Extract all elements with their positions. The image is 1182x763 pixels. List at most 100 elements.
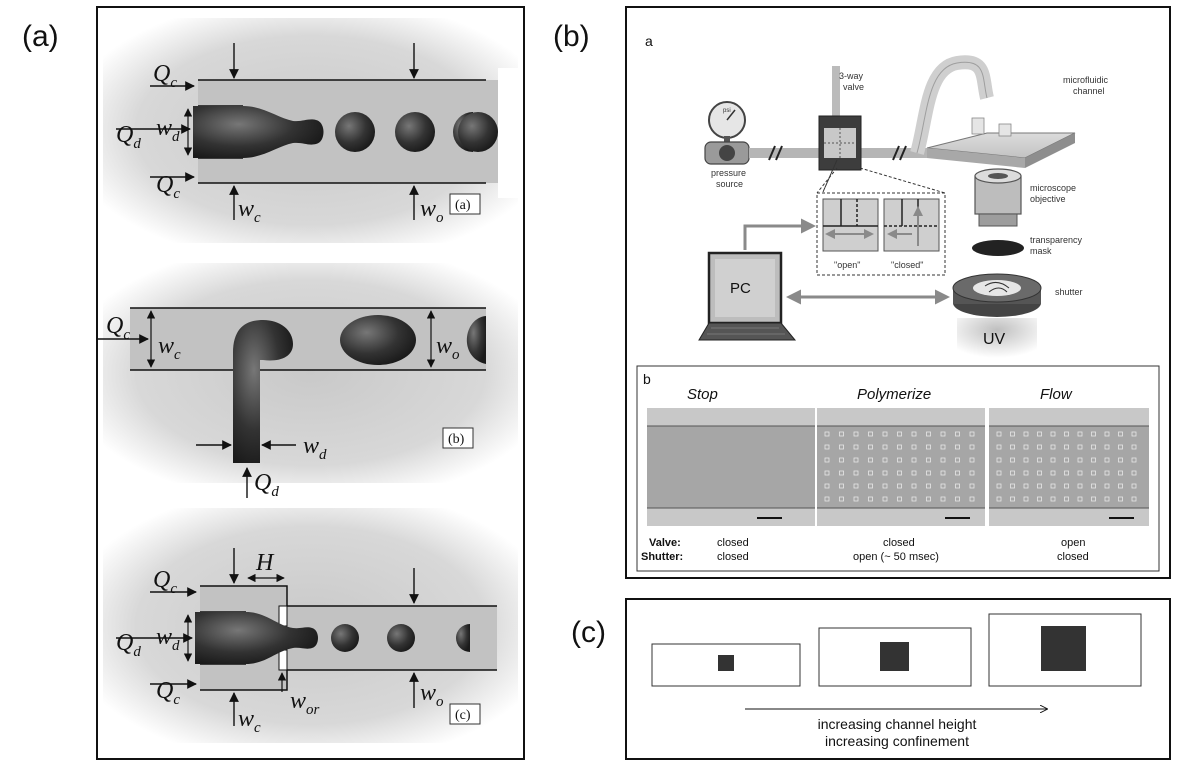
particle bbox=[1091, 470, 1096, 476]
particle bbox=[853, 496, 859, 502]
svg-text:Qc: Qc bbox=[156, 172, 180, 202]
particle bbox=[926, 470, 931, 476]
particle bbox=[926, 496, 931, 502]
particle-medium bbox=[880, 642, 909, 671]
droplet bbox=[340, 315, 416, 365]
label-wor: w bbox=[290, 688, 306, 714]
label-qc-sub: c bbox=[173, 692, 180, 708]
droplet bbox=[395, 112, 435, 152]
particle bbox=[955, 496, 960, 502]
particle bbox=[839, 457, 844, 463]
channel-label-1: microfluidic bbox=[1063, 75, 1109, 85]
flowing-particles bbox=[996, 431, 1137, 502]
particle bbox=[1037, 431, 1042, 437]
svg-text:Qd: Qd bbox=[116, 630, 141, 660]
svg-text:Qc: Qc bbox=[153, 567, 177, 597]
label-qc: Q bbox=[153, 61, 170, 87]
particle bbox=[955, 470, 960, 476]
particle bbox=[1064, 444, 1069, 450]
particle bbox=[839, 444, 844, 450]
particle bbox=[824, 470, 830, 476]
tag-a: (a) bbox=[455, 198, 471, 213]
poly-valve: closed bbox=[883, 537, 915, 549]
micrograph-flow bbox=[989, 408, 1149, 526]
droplet bbox=[331, 624, 359, 652]
mask-label-2: mask bbox=[1030, 246, 1052, 256]
connection-arrows bbox=[743, 218, 950, 305]
label-wo: w bbox=[436, 333, 452, 359]
particle bbox=[853, 444, 859, 450]
label-wd-sub: d bbox=[319, 447, 327, 463]
svg-text:wor: wor bbox=[290, 688, 320, 718]
particle bbox=[1023, 457, 1029, 463]
valve-label-2: valve bbox=[843, 82, 864, 92]
particle bbox=[868, 496, 873, 502]
micrograph-stop bbox=[647, 408, 815, 526]
particle bbox=[1077, 444, 1083, 450]
particle bbox=[1104, 431, 1110, 437]
particle bbox=[897, 483, 902, 489]
label-h: H bbox=[255, 550, 275, 576]
particle bbox=[882, 431, 888, 437]
particle bbox=[940, 496, 946, 502]
particle bbox=[897, 431, 902, 437]
label-qc: Q bbox=[106, 313, 123, 339]
particle bbox=[839, 431, 844, 437]
flow-valve: open bbox=[1061, 537, 1085, 549]
particle bbox=[882, 444, 888, 450]
label-qd: Q bbox=[116, 122, 133, 148]
pressure-label-2: source bbox=[716, 179, 743, 189]
microfluidic-chip: microfluidic channel bbox=[926, 75, 1109, 168]
particle bbox=[1118, 496, 1123, 502]
label-qd: Q bbox=[116, 630, 133, 656]
particle bbox=[1077, 470, 1083, 476]
sub-diagram-a: Qc Qd Qc wd wc wo (a) bbox=[103, 18, 523, 243]
microscope-objective: microscope objective bbox=[974, 168, 1076, 227]
particle-large bbox=[1041, 626, 1086, 671]
col-stop: Stop bbox=[687, 386, 718, 403]
particle bbox=[839, 470, 844, 476]
particle bbox=[969, 470, 975, 476]
particle bbox=[1118, 457, 1123, 463]
particle bbox=[839, 496, 844, 502]
col-polymerize: Polymerize bbox=[857, 386, 931, 403]
particle bbox=[868, 457, 873, 463]
particle bbox=[955, 444, 960, 450]
channel-label-2: channel bbox=[1073, 86, 1105, 96]
particle bbox=[1104, 483, 1110, 489]
panel-b-label: (b) bbox=[553, 20, 590, 53]
particle bbox=[1104, 470, 1110, 476]
particle bbox=[1091, 431, 1096, 437]
particle bbox=[1037, 470, 1042, 476]
dispersed-thread bbox=[233, 320, 293, 463]
particle bbox=[911, 496, 917, 502]
panel-c-diagram: increasing channel height increasing con… bbox=[651, 613, 1142, 749]
particle bbox=[882, 483, 888, 489]
label-qd-sub: d bbox=[133, 136, 141, 152]
particle bbox=[1118, 483, 1123, 489]
stop-shutter: closed bbox=[717, 551, 749, 563]
closed-label: "closed" bbox=[891, 260, 923, 270]
particle bbox=[1050, 470, 1056, 476]
particle bbox=[868, 470, 873, 476]
particle bbox=[1023, 483, 1029, 489]
droplet bbox=[335, 112, 375, 152]
tag-b: (b) bbox=[448, 432, 465, 447]
gauge-label: psi bbox=[723, 108, 731, 114]
flow-shutter: closed bbox=[1057, 551, 1089, 563]
particle-small bbox=[718, 655, 734, 671]
label-qc-sub: c bbox=[173, 186, 180, 202]
particle bbox=[853, 470, 859, 476]
particle bbox=[911, 444, 917, 450]
particle bbox=[897, 444, 902, 450]
particle bbox=[1037, 457, 1042, 463]
particle bbox=[996, 431, 1002, 437]
label-wc: w bbox=[238, 196, 254, 222]
svg-text:wd: wd bbox=[156, 115, 180, 145]
tag-c: (c) bbox=[455, 708, 471, 723]
label-qc: Q bbox=[153, 567, 170, 593]
particle bbox=[824, 431, 830, 437]
panel-a-frame: Qc Qd Qc wd wc wo (a) Qc wc wo wd Qd (b) bbox=[96, 6, 525, 760]
particle bbox=[1118, 470, 1123, 476]
channel-medium bbox=[818, 627, 972, 687]
